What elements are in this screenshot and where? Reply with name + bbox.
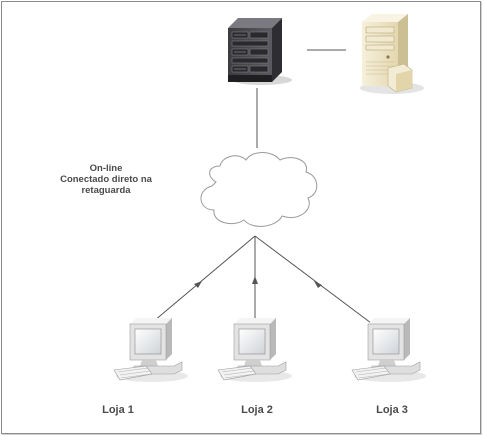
server-rack-icon	[228, 18, 292, 85]
loja1-connector	[147, 235, 256, 327]
loja2-arrowhead	[252, 276, 258, 284]
store-label-2: Loja 2	[241, 404, 273, 416]
server-tower-icon	[360, 14, 424, 94]
loja3-arrowhead	[314, 281, 322, 288]
loja1-arrowhead	[194, 281, 202, 288]
annotation-line-2: Conectado direto na	[60, 174, 152, 185]
desktop-computer-icon	[217, 317, 293, 383]
desktop-computer-icon	[351, 317, 427, 383]
loja3-connector	[254, 235, 376, 327]
desktop-computer-icon	[113, 318, 188, 382]
store-label-3: Loja 3	[376, 404, 408, 416]
store-label-1: Loja 1	[102, 404, 134, 416]
network-cloud-icon	[200, 152, 318, 227]
annotation-line-3: retaguarda	[81, 185, 131, 196]
connection-annotation: On-line Conectado direto na retaguarda	[40, 163, 172, 196]
annotation-line-1: On-line	[89, 163, 123, 174]
